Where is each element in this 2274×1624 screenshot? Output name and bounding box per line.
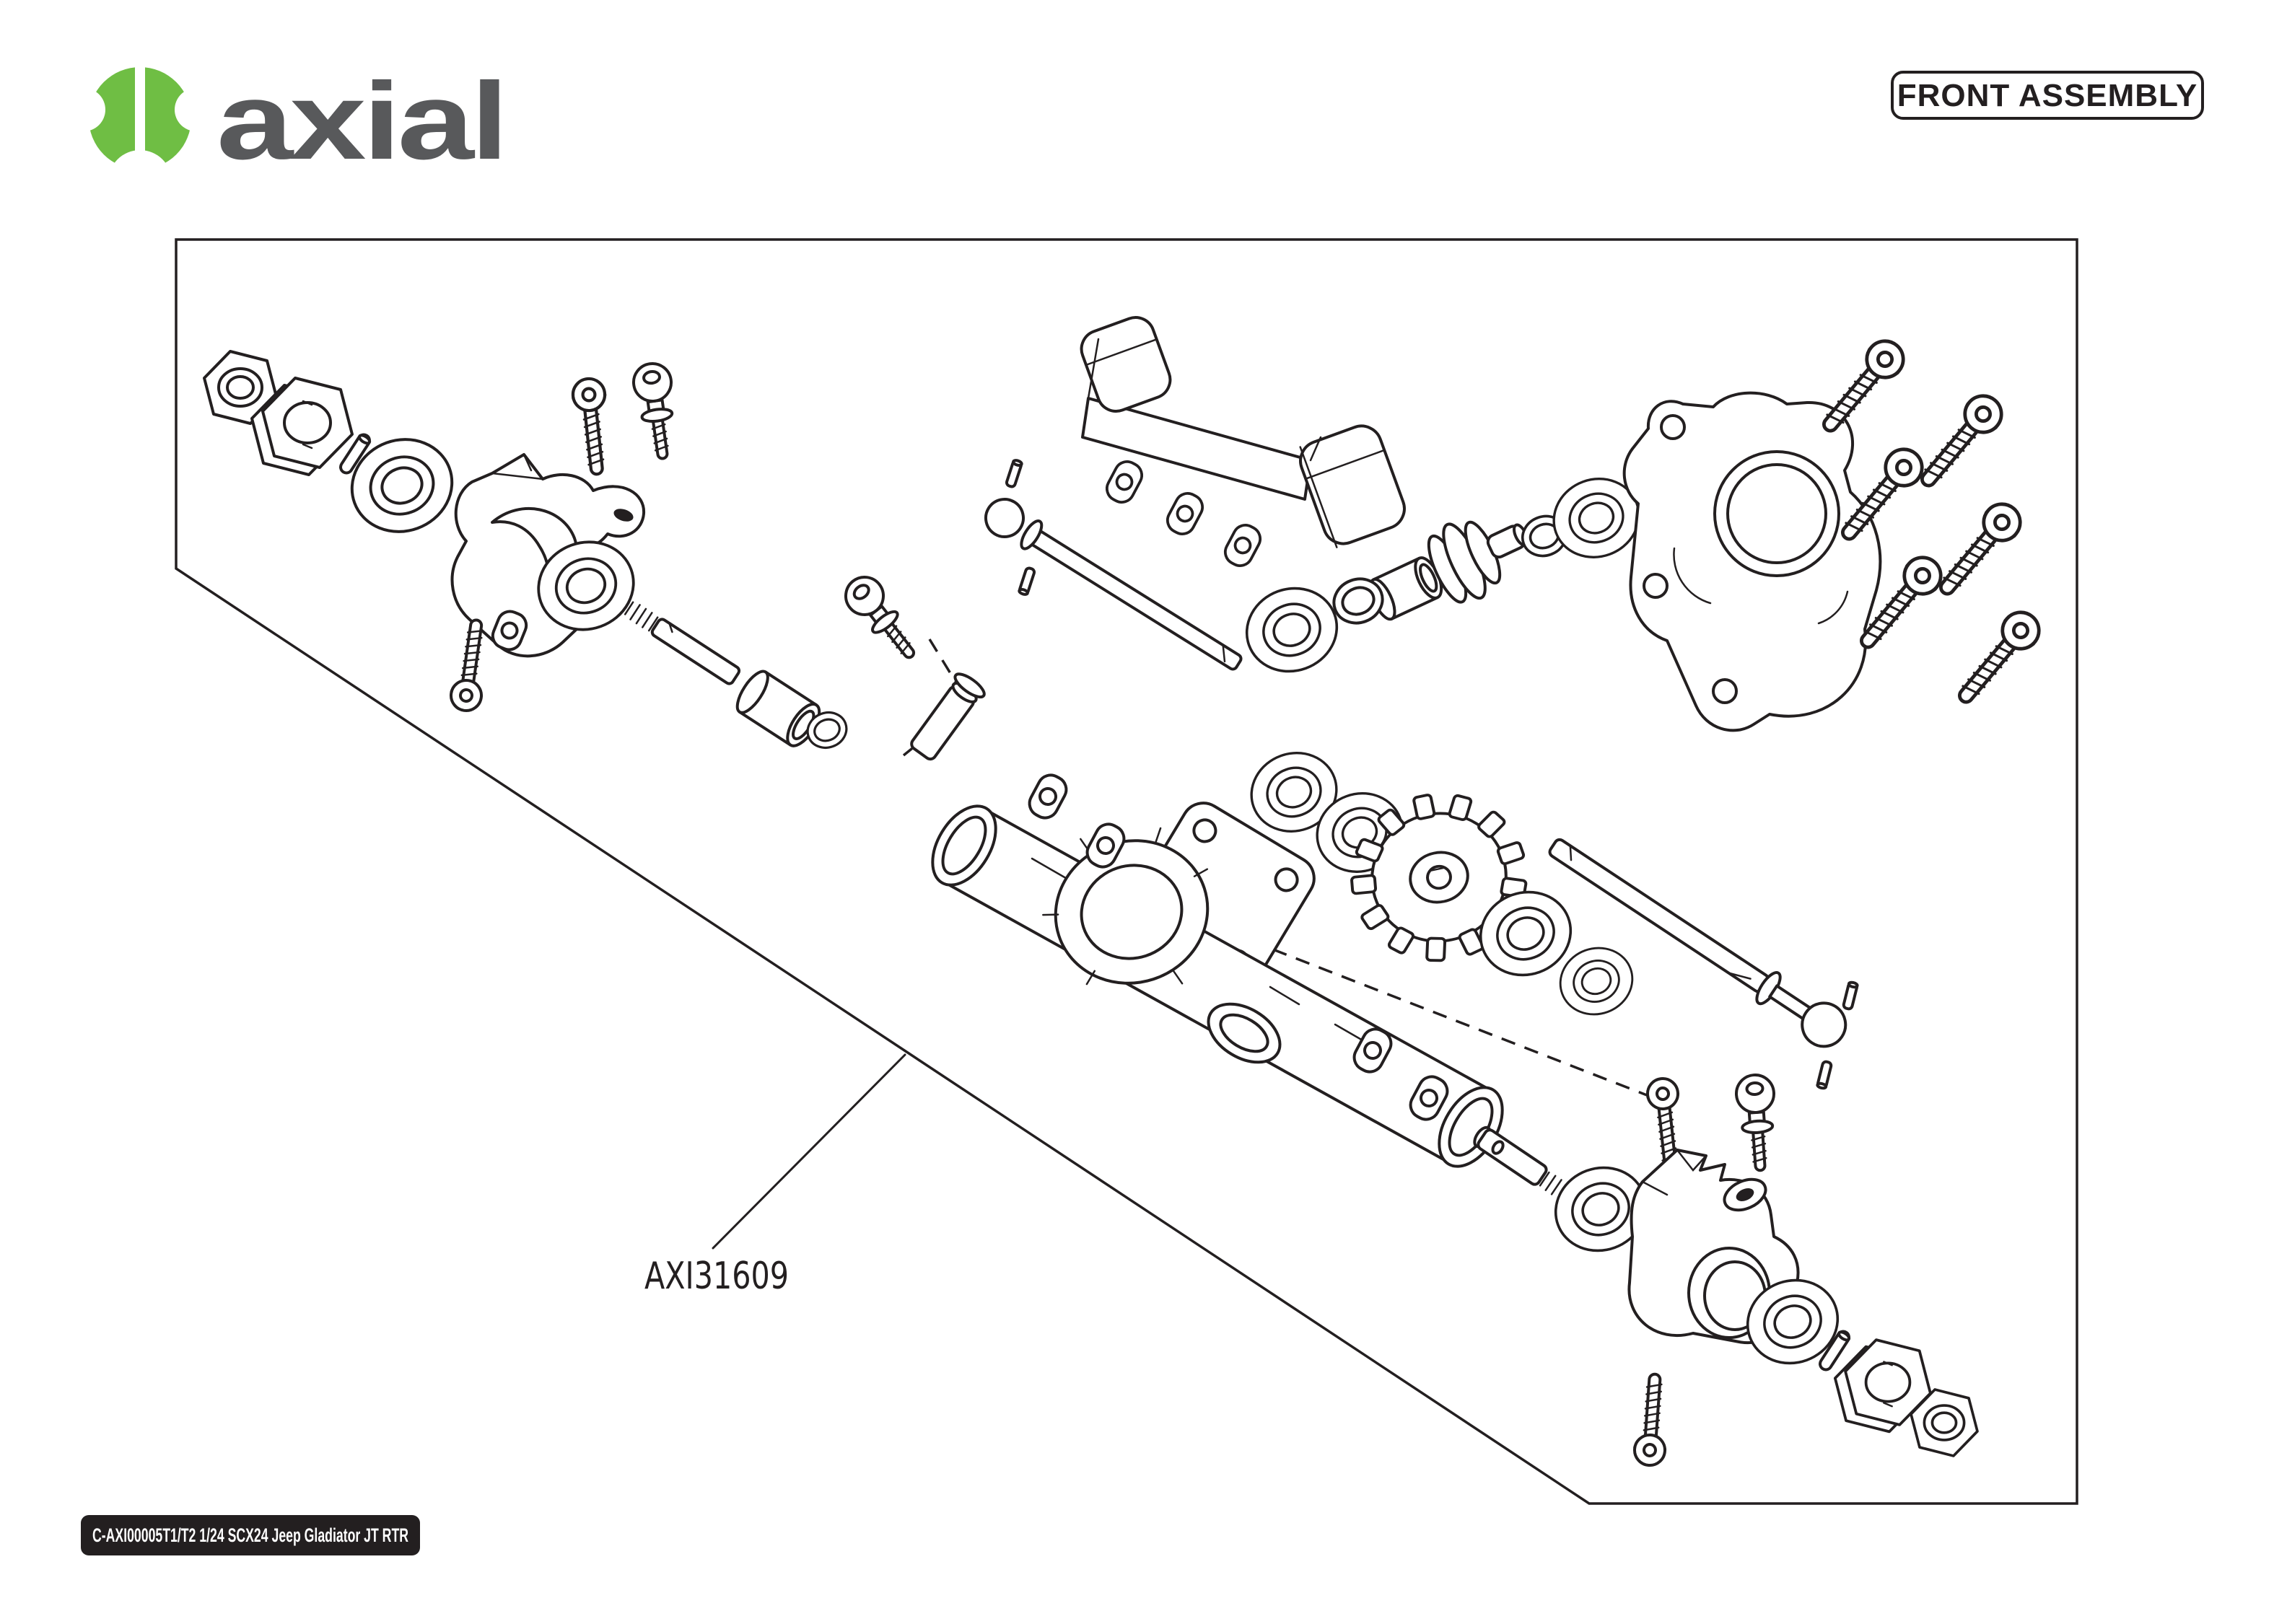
axle-housing bbox=[931, 771, 1504, 1168]
group-right-knuckle bbox=[1473, 1072, 1979, 1468]
upper-link-ball-stud bbox=[836, 568, 929, 670]
ball-stud bbox=[1733, 1072, 1781, 1174]
steering-link bbox=[984, 457, 1243, 671]
stub-axle-right bbox=[1473, 1125, 1574, 1203]
servo-mount-bracket bbox=[1080, 316, 1406, 571]
axial-emblem-icon bbox=[62, 61, 218, 214]
assembly-title: FRONT ASSEMBLY bbox=[1897, 78, 2198, 113]
ball-bearing bbox=[1233, 574, 1350, 685]
callout-leader-line bbox=[712, 1053, 906, 1250]
link-mount-tab bbox=[1025, 771, 1070, 822]
footer-badge: C-AXI00005T1/T2 1/24 SCX24 Jeep Gladiato… bbox=[81, 1515, 420, 1555]
button-head-screw bbox=[572, 377, 613, 476]
kingpin-screw bbox=[1632, 1371, 1672, 1468]
dashed-guide-right bbox=[1272, 948, 1648, 1097]
part-number: AXI31609 bbox=[644, 1255, 789, 1298]
diff-bulge bbox=[1042, 827, 1210, 986]
brand-wordmark: axial bbox=[217, 60, 505, 183]
part-callout: AXI31609 bbox=[644, 1053, 906, 1298]
drag-link bbox=[1548, 838, 1860, 1091]
diagram-border bbox=[175, 238, 2078, 1505]
kingpin-post bbox=[910, 672, 986, 761]
assembly-title-box: FRONT ASSEMBLY bbox=[1891, 71, 2204, 120]
gear-cover bbox=[1622, 391, 1882, 732]
lower-slot bbox=[1207, 1002, 1282, 1064]
footer-badge-text: C-AXI00005T1/T2 1/24 SCX24 Jeep Gladiato… bbox=[92, 1524, 408, 1546]
group-left-knuckle bbox=[203, 350, 853, 755]
brand-logo: axial bbox=[62, 60, 508, 214]
ball-stud bbox=[629, 359, 683, 463]
stub-axle bbox=[624, 601, 741, 685]
